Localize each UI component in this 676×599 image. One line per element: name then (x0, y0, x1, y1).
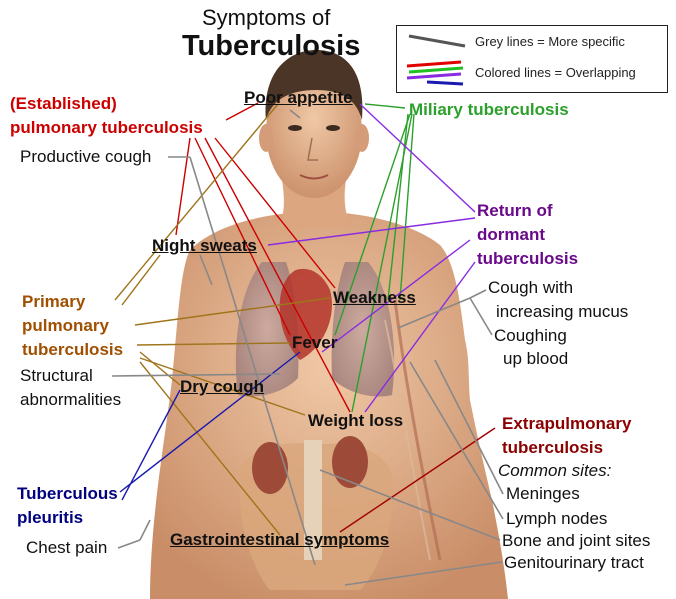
category-return-line3: tuberculosis (477, 249, 579, 268)
connector-line (397, 297, 471, 329)
category-return-line1: Return of (477, 201, 553, 220)
connector-line (225, 102, 259, 121)
connector-line (121, 254, 161, 306)
specific-cough-mucus-line1: Cough with (488, 278, 574, 297)
connector-line (319, 469, 501, 541)
category-pleuritis-line1: Tuberculous (17, 484, 118, 503)
category-extrapulmonary-line1: Extrapulmonary (502, 414, 632, 433)
connector-line (289, 109, 301, 119)
connector-line (321, 239, 471, 353)
specific-meninges: Meninges (506, 484, 580, 503)
specific-coughing-blood-line1: Coughing (494, 326, 567, 345)
title-line1: Symptoms of (202, 5, 331, 30)
specific-genitourinary: Genitourinary tract (504, 553, 644, 572)
connector-line (175, 137, 191, 236)
specific-productive-cough: Productive cough (20, 147, 152, 166)
connector-line (121, 389, 181, 501)
specific-structural-line2: abnormalities (20, 390, 122, 409)
category-pleuritis-line2: pleuritis (17, 508, 84, 527)
symptom-weight-loss: Weight loss (308, 411, 404, 430)
symptom-poor-appetite: Poor appetite (244, 88, 353, 107)
symptom-gastrointestinal: Gastrointestinal symptoms (170, 530, 390, 549)
head-shape (266, 66, 362, 198)
right-lung-shape (331, 262, 395, 397)
connector-line (469, 289, 487, 299)
title-line2: Tuberculosis (182, 30, 361, 62)
connector-line (359, 103, 476, 213)
symptom-fever: Fever (292, 333, 338, 352)
legend-grey-label: Grey lines = More specific (475, 34, 625, 49)
connector-line (364, 261, 476, 413)
arm-lymph-detail (393, 299, 442, 561)
legend-swatches (406, 34, 466, 86)
specific-lymph-nodes: Lymph nodes (506, 509, 608, 528)
connector-line (139, 357, 306, 416)
specific-chest-pain: Chest pain (26, 538, 108, 557)
connector-line (111, 373, 281, 377)
category-miliary: Miliary tuberculosis (409, 100, 569, 119)
connector-line (204, 137, 351, 413)
connector-line (434, 359, 504, 495)
left-kidney-shape (252, 442, 288, 494)
connector-line (139, 351, 181, 386)
category-extrapulmonary-line2: tuberculosis (502, 438, 604, 457)
specific-cough-mucus-line2: increasing mucus (496, 302, 629, 321)
category-primary-line2: pulmonary (22, 316, 109, 335)
category-primary-line3: tuberculosis (22, 340, 124, 359)
hair-shape (265, 50, 363, 120)
specific-bone-joint: Bone and joint sites (502, 531, 651, 550)
symptom-night-sweats: Night sweats (152, 236, 257, 255)
category-primary-line1: Primary (22, 292, 86, 311)
connector-line (136, 342, 291, 346)
connector-line (267, 217, 476, 246)
symptom-dry-cough: Dry cough (180, 377, 265, 396)
connector-line (139, 519, 151, 541)
connector-line (214, 137, 336, 289)
connector-line (117, 539, 141, 549)
connector-line (469, 297, 493, 336)
category-established-line1: (Established) (10, 94, 117, 113)
connector-line (119, 351, 301, 493)
connector-line (189, 156, 316, 566)
connector-lines (111, 102, 504, 586)
connector-line (364, 103, 406, 109)
heart-shape (279, 268, 332, 360)
connector-line (409, 361, 504, 520)
connector-line (114, 103, 279, 301)
category-established-line2: pulmonary tuberculosis (10, 118, 203, 137)
connector-line (334, 113, 411, 336)
connector-line (344, 561, 503, 586)
connector-line (134, 297, 331, 326)
connector-line (194, 137, 291, 336)
symptom-weakness: Weakness (333, 288, 416, 307)
connector-line (139, 361, 281, 536)
connector-line (399, 113, 415, 301)
category-return-line2: dormant (477, 225, 545, 244)
specific-coughing-blood-line2: up blood (503, 349, 569, 368)
legend-colored-label: Colored lines = Overlapping (475, 65, 636, 80)
right-kidney-shape (332, 436, 368, 488)
legend-box: Grey lines = More specific Colored lines… (396, 25, 668, 93)
specific-common-sites: Common sites: (498, 461, 612, 480)
connector-line (339, 427, 496, 533)
connector-line (199, 254, 213, 286)
specific-structural-line1: Structural (20, 366, 93, 385)
